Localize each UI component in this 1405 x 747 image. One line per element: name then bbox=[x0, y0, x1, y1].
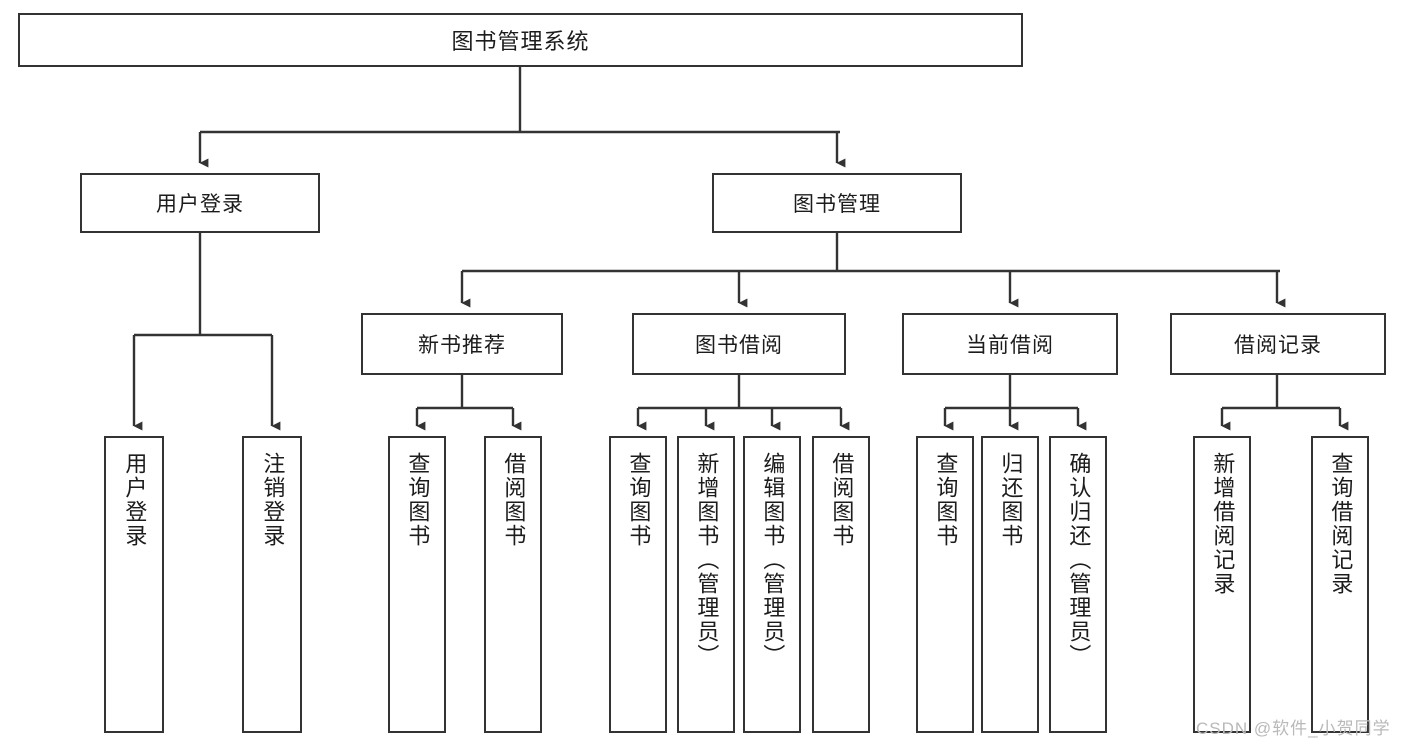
leaf-query-book-recommend[interactable]: 查询图书 bbox=[388, 436, 446, 733]
node-borrow-record[interactable]: 借阅记录 bbox=[1170, 313, 1386, 375]
node-root-system[interactable]: 图书管理系统 bbox=[18, 13, 1023, 67]
leaf-label: 用户登录 bbox=[122, 452, 148, 548]
leaf-query-book-borrow[interactable]: 查询图书 bbox=[609, 436, 667, 733]
node-book-management[interactable]: 图书管理 bbox=[712, 173, 962, 233]
leaf-label: 查询图书 bbox=[933, 452, 959, 548]
leaf-edit-book-admin[interactable]: 编辑图书（管理员） bbox=[743, 436, 801, 733]
node-label: 当前借阅 bbox=[966, 334, 1054, 357]
leaf-label: 注销登录 bbox=[260, 452, 286, 548]
leaf-logout-login[interactable]: 注销登录 bbox=[242, 436, 302, 733]
node-new-book-recommend[interactable]: 新书推荐 bbox=[361, 313, 563, 375]
leaf-label: 查询图书 bbox=[626, 452, 652, 548]
leaf-label: 借阅图书 bbox=[501, 452, 527, 548]
leaf-query-borrow-record[interactable]: 查询借阅记录 bbox=[1311, 436, 1369, 733]
node-label: 新书推荐 bbox=[418, 334, 506, 357]
node-label: 借阅记录 bbox=[1234, 334, 1322, 357]
leaf-label: 新增借阅记录 bbox=[1210, 452, 1236, 596]
node-label: 图书管理 bbox=[793, 193, 881, 216]
leaf-return-book[interactable]: 归还图书 bbox=[981, 436, 1039, 733]
leaf-label: 确认归还（管理员） bbox=[1066, 452, 1092, 668]
node-label: 用户登录 bbox=[156, 193, 244, 216]
leaf-label: 查询借阅记录 bbox=[1328, 452, 1354, 596]
node-book-borrow[interactable]: 图书借阅 bbox=[632, 313, 846, 375]
node-label: 图书借阅 bbox=[695, 334, 783, 357]
node-user-login[interactable]: 用户登录 bbox=[80, 173, 320, 233]
leaf-label: 编辑图书（管理员） bbox=[760, 452, 786, 668]
node-label: 图书管理系统 bbox=[451, 29, 590, 54]
leaf-query-book-current[interactable]: 查询图书 bbox=[916, 436, 974, 733]
leaf-borrow-book-recommend[interactable]: 借阅图书 bbox=[484, 436, 542, 733]
leaf-add-borrow-record[interactable]: 新增借阅记录 bbox=[1193, 436, 1251, 733]
leaf-add-book-admin[interactable]: 新增图书（管理员） bbox=[677, 436, 735, 733]
leaf-label: 归还图书 bbox=[998, 452, 1024, 548]
watermark-text: CSDN @软件_小贺同学 bbox=[1196, 719, 1391, 738]
leaf-borrow-book[interactable]: 借阅图书 bbox=[812, 436, 870, 733]
leaf-label: 新增图书（管理员） bbox=[694, 452, 720, 668]
leaf-label: 借阅图书 bbox=[829, 452, 855, 548]
node-current-borrow[interactable]: 当前借阅 bbox=[902, 313, 1118, 375]
leaf-label: 查询图书 bbox=[405, 452, 431, 548]
leaf-confirm-return-admin[interactable]: 确认归还（管理员） bbox=[1049, 436, 1107, 733]
leaf-user-login[interactable]: 用户登录 bbox=[104, 436, 164, 733]
